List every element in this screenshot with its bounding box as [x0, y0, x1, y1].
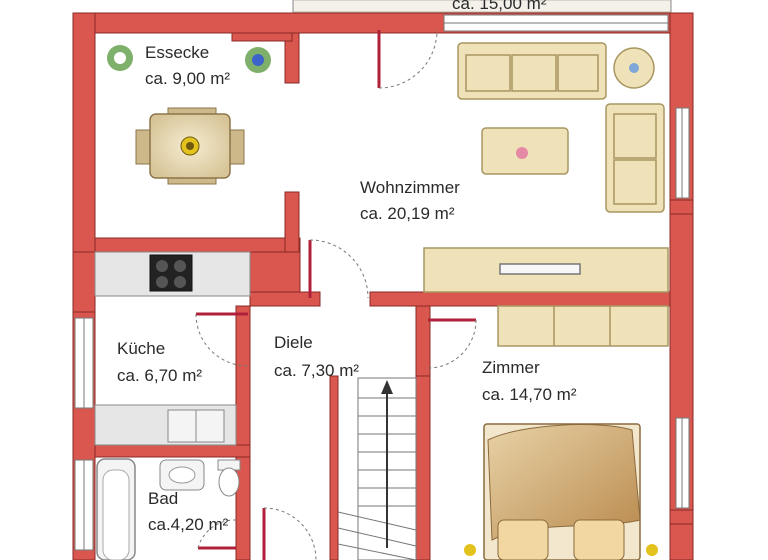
- room-area-bad: ca.4,20 m²: [148, 515, 229, 534]
- wardrobe: [497, 305, 669, 347]
- toilet: [217, 459, 241, 497]
- sofa: [457, 42, 607, 100]
- coffee-table: [481, 127, 569, 175]
- terrace: [292, 0, 672, 13]
- terrace-area: ca. 15,00 m²: [452, 0, 547, 13]
- staircase: [337, 377, 417, 560]
- room-name-wohnzimmer: Wohnzimmer: [360, 178, 460, 197]
- room-name-kueche: Küche: [117, 339, 165, 358]
- washbasin: [159, 459, 205, 491]
- room-name-zimmer: Zimmer: [482, 358, 540, 377]
- dining-table: [135, 107, 245, 185]
- windows: [74, 14, 690, 551]
- kitchen-counter: [94, 251, 251, 446]
- side-table: [613, 47, 655, 89]
- room-area-wohnzimmer: ca. 20,19 m²: [360, 204, 455, 223]
- room-area-zimmer: ca. 14,70 m²: [482, 385, 577, 404]
- room-name-diele: Diele: [274, 333, 313, 352]
- room-name-bad: Bad: [148, 489, 178, 508]
- sideboard: [423, 247, 669, 293]
- doors: [195, 29, 477, 560]
- plant-icon: [107, 45, 271, 73]
- room-area-kueche: ca. 6,70 m²: [117, 366, 202, 385]
- room-name-essecke: Essecke: [145, 43, 209, 62]
- bathtub: [96, 458, 136, 560]
- armchair-sofa: [605, 103, 665, 213]
- room-area-essecke: ca. 9,00 m²: [145, 69, 230, 88]
- bed: [464, 423, 658, 560]
- room-area-diele: ca. 7,30 m²: [274, 361, 359, 380]
